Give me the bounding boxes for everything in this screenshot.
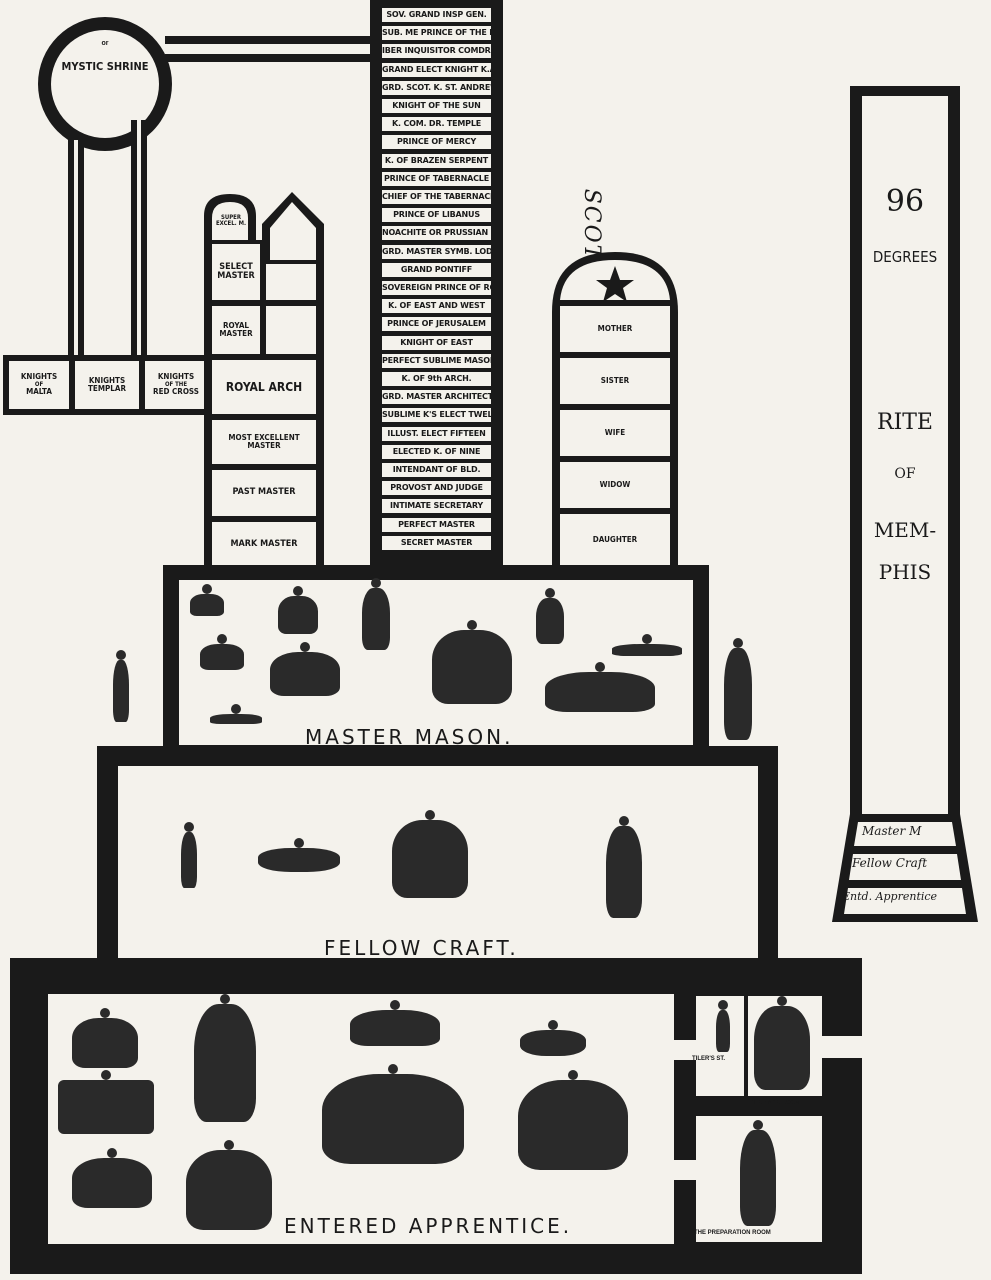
york-select-master: SELECT MASTER (212, 244, 260, 300)
scotch-degree-30: SECRET MASTER (382, 535, 491, 550)
memphis-base-master: Master M (862, 824, 922, 838)
scotch-degree-19: KNIGHT OF EAST (382, 335, 491, 350)
tiler-room-label: TILER'S ST. (692, 1056, 726, 1062)
york-tower-top (204, 192, 324, 248)
york-royal-master: ROYAL MASTER (212, 306, 260, 354)
knights-red-cross: KNIGHTS OF THE RED CROSS (145, 361, 207, 409)
entered-apprentice-label: ENTERED APPRENTICE. (284, 1214, 573, 1238)
handshake-icon-lower (520, 1020, 586, 1056)
memphis-degrees-word: DEGREES (872, 248, 938, 266)
scotch-degree-25: ELECTED K. OF NINE (382, 444, 491, 459)
scotch-degree-9: K. OF BRAZEN SERPENT (382, 153, 491, 168)
star-icon (596, 266, 634, 302)
scotch-degree-18: PRINCE OF JERUSALEM (382, 317, 491, 332)
scotch-degree-6: KNIGHT OF THE SUN (382, 99, 491, 113)
eastern-star-wife: WIFE (560, 410, 670, 456)
scotch-degree-12: PRINCE OF LIBANUS (382, 208, 491, 223)
knights-malta: KNIGHTS OF MALTA (9, 361, 69, 409)
scotch-degree-23: SUBLIME K'S ELECT TWELVE (382, 408, 491, 423)
memphis-of: OF (894, 466, 916, 482)
ante-room-label: THE ANTE ROOM (750, 1100, 801, 1106)
scotch-degree-21: K. OF 9th ARCH. (382, 372, 491, 386)
memphis-column (832, 86, 978, 922)
york-most-excellent: MOST EXCELLENT MASTER (212, 420, 316, 464)
scotch-degree-22: GRD. MASTER ARCHITECT (382, 390, 491, 405)
eastern-star-daughter: DAUGHTER (560, 514, 670, 566)
shrine-label: MYSTIC SHRINE (61, 60, 149, 73)
york-super-excel: SUPER EXCEL. M. (215, 213, 247, 227)
scotch-degree-28: INTIMATE SECRETARY (382, 499, 491, 514)
scotch-degree-15: GRAND PONTIFF (382, 262, 491, 277)
scotch-degree-27: PROVOST AND JUDGE (382, 481, 491, 496)
scotch-degree-11: CHIEF OF THE TABERNACLE (382, 190, 491, 204)
eastern-star-mother: MOTHER (560, 306, 670, 352)
fellow-craft-label: FELLOW CRAFT. (320, 936, 523, 960)
knights-templar: KNIGHTS TEMPLAR (75, 361, 139, 409)
scotch-degree-29: PERFECT MASTER (382, 517, 491, 532)
scotch-degree-16: SOVEREIGN PRINCE OF ROSE CROIX (382, 281, 491, 295)
scotch-degree-13: NOACHITE OR PRUSSIAN KNIGHT (382, 226, 491, 241)
york-royal-arch: ROYAL ARCH (212, 360, 316, 414)
scotch-degree-1: SOV. GRAND INSP GEN. (382, 8, 491, 22)
scotch-degree-3: IBER INQUISITOR COMDR. (382, 44, 491, 59)
shrine-small-text: or (101, 40, 109, 47)
scotch-degree-7: K. COM. DR. TEMPLE (382, 117, 491, 132)
memphis-base-apprentice: Entd. Apprentice (842, 890, 938, 903)
scotch-degree-20: PERFECT SUBLIME MASON (382, 353, 491, 368)
master-mason-label: MASTER MASON. (305, 725, 514, 749)
eastern-star-sister: SISTER (560, 358, 670, 404)
scotch-degree-26: INTENDANT OF BLD. (382, 463, 491, 477)
scotch-degree-17: K. OF EAST AND WEST (382, 299, 491, 314)
york-past-master: PAST MASTER (212, 470, 316, 516)
york-mark-master: MARK MASTER (212, 522, 316, 568)
scotch-degree-2: SUB. ME PRINCE OF THE ROYAL SECRET (382, 26, 491, 41)
eastern-star-widow: WIDOW (560, 462, 670, 508)
memphis-degrees-number: 96 (885, 184, 925, 219)
memphis-mem: MEM- (873, 518, 937, 542)
preparation-room-label: THE PREPARATION ROOM (694, 1230, 771, 1236)
figure-outside-right (724, 638, 752, 740)
handshake-icon (258, 838, 340, 872)
memphis-base-fellow: Fellow Craft (852, 856, 928, 870)
scotch-degree-5: GRD. SCOT. K. ST. ANDREW (382, 80, 491, 95)
scotch-degree-24: ILLUST. ELECT FIFTEEN (382, 426, 491, 441)
figure-outside-left (113, 650, 129, 722)
scotch-degree-10: PRINCE OF TABERNACLE (382, 171, 491, 186)
memphis-phis: PHIS (878, 560, 932, 584)
memphis-rite: RITE (877, 410, 933, 435)
scotch-degree-8: PRINCE OF MERCY (382, 135, 491, 150)
scotch-degree-4: GRAND ELECT KNIGHT K.ADOSH (382, 62, 491, 77)
scotch-degree-14: GRD. MASTER SYMB. LODGES (382, 244, 491, 259)
